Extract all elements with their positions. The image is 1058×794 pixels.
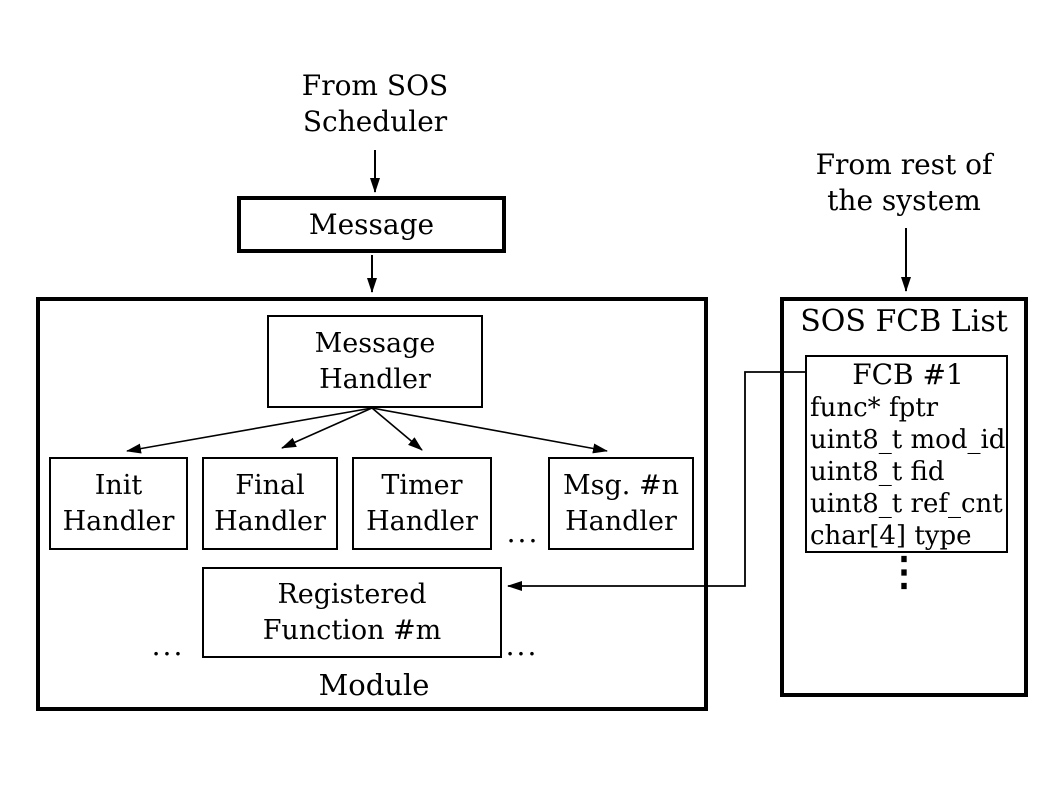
timer-handler-label: Timer Handler bbox=[366, 469, 478, 537]
registered-function-box: Registered Function #m bbox=[202, 567, 502, 658]
msg-n-handler-box: Msg. #n Handler bbox=[548, 457, 694, 550]
message-box-label: Message bbox=[308, 207, 435, 241]
init-handler-label: Init Handler bbox=[62, 469, 175, 537]
scheduler-caption: From SOS Scheduler bbox=[301, 69, 449, 138]
fcb-field-fptr: func* fptr bbox=[810, 393, 939, 423]
fcb-field-ref-cnt: uint8_t ref_cnt bbox=[810, 489, 1003, 519]
fcb-field-type: char[4] type bbox=[810, 521, 972, 551]
final-handler-label: Final Handler bbox=[214, 469, 326, 537]
final-handler-box: Final Handler bbox=[202, 457, 338, 550]
msg-n-handler-label: Msg. #n Handler bbox=[563, 469, 679, 537]
handlers-ellipsis: ... bbox=[506, 516, 540, 549]
fcb-more-indicator: ⋮ bbox=[884, 548, 924, 595]
message-box: Message bbox=[237, 196, 506, 253]
message-handler-label: Message Handler bbox=[314, 327, 436, 395]
fcb-field-mod-id: uint8_t mod_id bbox=[810, 425, 1006, 455]
registered-function-label: Registered Function #m bbox=[262, 578, 442, 646]
fcb-box: FCB #1 func* fptr uint8_t mod_id uint8_t… bbox=[805, 355, 1008, 553]
timer-handler-box: Timer Handler bbox=[352, 457, 492, 550]
registered-ellipsis-right: ... bbox=[505, 629, 539, 662]
message-handler-box: Message Handler bbox=[267, 315, 483, 408]
module-title: Module bbox=[318, 668, 430, 702]
fcb-title: FCB #1 bbox=[852, 358, 964, 391]
fcb-field-fid: uint8_t fid bbox=[810, 457, 945, 487]
init-handler-box: Init Handler bbox=[49, 457, 188, 550]
system-caption: From rest of the system bbox=[815, 148, 993, 217]
registered-ellipsis-left: ... bbox=[151, 629, 185, 662]
fcb-list-title: SOS FCB List bbox=[800, 304, 1008, 339]
